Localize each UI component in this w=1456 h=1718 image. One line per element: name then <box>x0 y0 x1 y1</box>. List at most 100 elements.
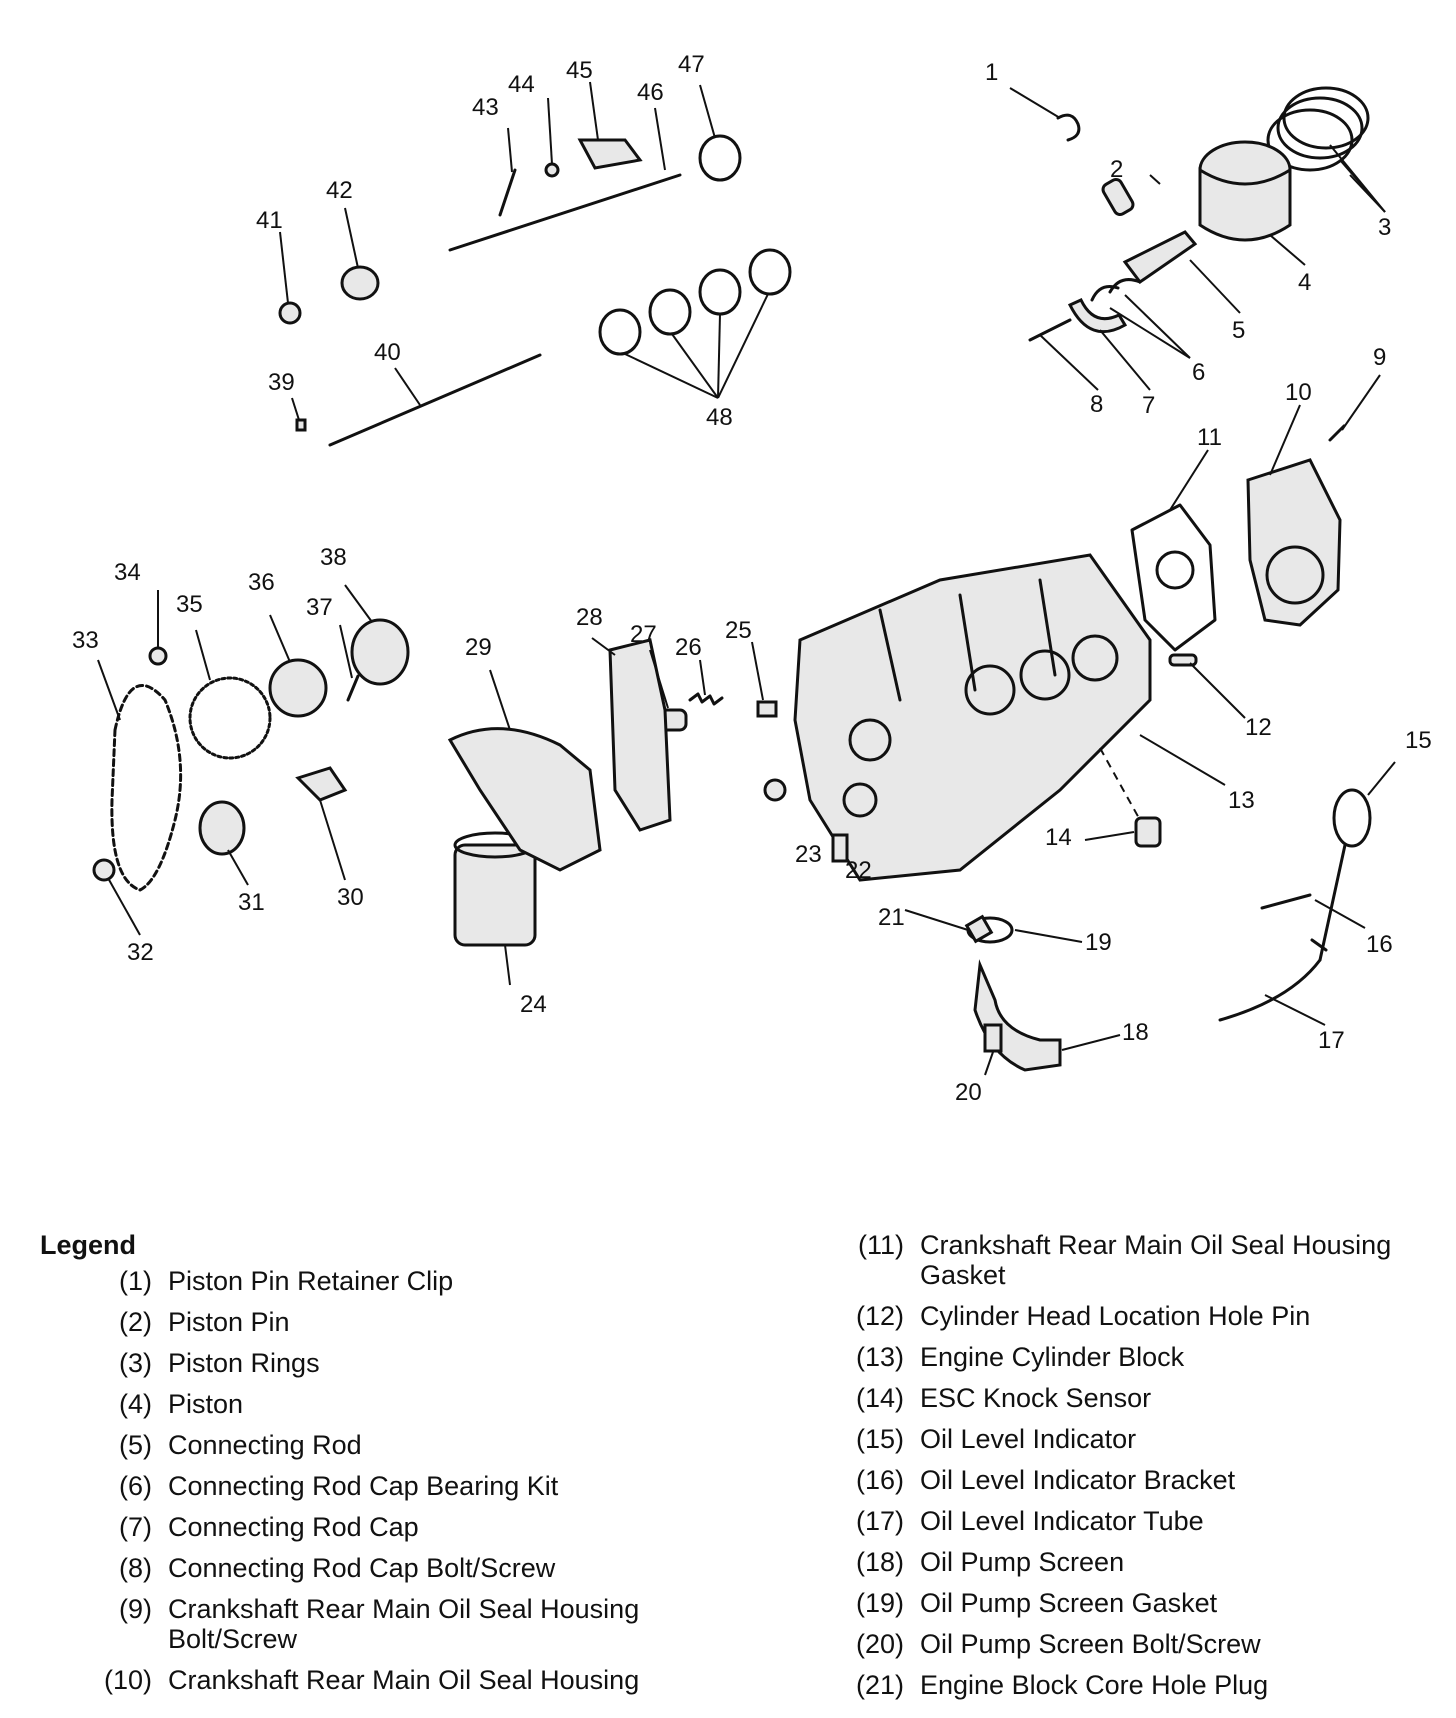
legend-item-label: Oil Level Indicator Bracket <box>920 1465 1236 1495</box>
piston-rings-shape <box>1266 86 1370 172</box>
callout-1: 1 <box>985 59 998 86</box>
callout-15: 15 <box>1405 727 1432 754</box>
callout-43: 43 <box>472 94 499 121</box>
callout-4: 4 <box>1298 269 1311 296</box>
legend-item: (1)Piston Pin Retainer Clip <box>88 1266 708 1296</box>
pump-cover-shape <box>608 638 672 832</box>
legend-item-number: (20) <box>855 1629 904 1659</box>
head-location-pin-shape <box>1168 653 1198 667</box>
callout-36: 36 <box>248 569 275 596</box>
seal-housing-gasket-shape <box>1130 503 1217 652</box>
callout-6: 6 <box>1192 359 1205 386</box>
callout-22: 22 <box>845 857 872 884</box>
callout-31: 31 <box>238 889 265 916</box>
legend-item-number: (5) <box>119 1430 152 1460</box>
callout-33: 33 <box>72 627 99 654</box>
legend-item-number: (19) <box>855 1588 904 1618</box>
piston-pin-shape <box>1101 177 1135 217</box>
legend-item-label: ESC Knock Sensor <box>920 1383 1152 1413</box>
legend-item-number: (6) <box>119 1471 152 1501</box>
dowel-pin-25-shape <box>756 700 778 718</box>
callout-29: 29 <box>465 634 492 661</box>
legend-item-label: Piston <box>168 1389 244 1419</box>
bolt-37-shape <box>346 674 360 702</box>
callout-34: 34 <box>114 559 141 586</box>
legend-item-label: Cylinder Head Location Hole Pin <box>920 1301 1311 1331</box>
tensioner-shape <box>295 766 348 802</box>
legend-item: (16) Oil Level Indicator Bracket <box>840 1465 1440 1495</box>
legend-item-number: (3) <box>119 1348 152 1378</box>
legend-item-number: (2) <box>119 1307 152 1337</box>
legend-item-number: (1) <box>119 1266 152 1296</box>
legend-item-number: (21) <box>855 1670 904 1700</box>
dowel-pin-22-shape <box>831 833 849 863</box>
connecting-rod-shape <box>1122 230 1198 285</box>
rear-main-seal-housing-shape <box>1246 458 1342 627</box>
legend-item-number: (18) <box>855 1547 904 1577</box>
legend-item-number: (16) <box>855 1465 904 1495</box>
bolt-44-shape <box>544 162 560 178</box>
callout-26: 26 <box>675 634 702 661</box>
callout-14: 14 <box>1045 824 1072 851</box>
legend-item-label: Connecting Rod Cap <box>168 1512 419 1542</box>
sprocket-42-shape <box>340 265 380 301</box>
oil-pump-screen-bolt-shape <box>983 1023 1003 1053</box>
crank-sprocket-shape <box>198 800 246 856</box>
legend-item: (9) Crankshaft Rear Main Oil Seal Housing… <box>88 1594 708 1654</box>
exploded-engine-diagram: 1 2 3 4 5 6 7 8 9 10 11 12 13 14 15 16 1… <box>72 51 1432 1106</box>
legend-item: (7) Connecting Rod Cap <box>88 1512 708 1542</box>
legend-item: (6) Connecting Rod Cap Bearing Kit <box>88 1471 708 1501</box>
legend-item: (21)Engine Block Core Hole Plug <box>840 1670 1440 1700</box>
legend-item-number: (11) <box>857 1230 904 1260</box>
bolt-34-shape <box>148 646 168 666</box>
bolt-41-shape <box>278 301 302 325</box>
callout-17: 17 <box>1318 1027 1345 1054</box>
legend-item-label: Crankshaft Rear Main Oil Seal Housing <box>168 1665 640 1695</box>
legend-item: (17)Oil Level Indicator Tube <box>840 1506 1440 1536</box>
legend-item-label: Crankshaft Rear Main Oil Seal Housing Bo… <box>168 1594 640 1654</box>
legend-item-number: (14) <box>855 1383 904 1413</box>
legend-item: (13) Engine Cylinder Block <box>840 1342 1440 1372</box>
callout-19: 19 <box>1085 929 1112 956</box>
legend-item-number: (9) <box>119 1594 152 1624</box>
legend-title: Legend <box>40 1230 137 1260</box>
gear-shape <box>268 658 328 718</box>
part-shapes <box>92 86 1372 1072</box>
legend-item-number: (13) <box>855 1342 904 1372</box>
legend-item-number: (12) <box>855 1301 904 1331</box>
legend-item: (12) Cylinder Head Location Hole Pin <box>840 1301 1440 1331</box>
legend-item: (5)Connecting Rod <box>88 1430 708 1460</box>
callout-10: 10 <box>1285 379 1312 406</box>
connecting-rod-cap-shape <box>1067 298 1128 334</box>
callout-44: 44 <box>508 71 535 98</box>
callout-28: 28 <box>576 604 603 631</box>
callout-8: 8 <box>1090 391 1103 418</box>
legend-item-number: (15) <box>855 1424 904 1454</box>
pin-43-shape <box>498 168 517 217</box>
oil-pump-screen-shape <box>973 959 1062 1072</box>
callout-11: 11 <box>1197 424 1222 451</box>
callout-45: 45 <box>566 57 593 84</box>
legend-item-label: Connecting Rod Cap Bolt/Screw <box>168 1553 556 1583</box>
callout-labels: 1 2 3 4 5 6 7 8 9 10 11 12 13 14 15 16 1… <box>72 51 1432 1106</box>
legend-item: (2)Piston Pin <box>88 1307 708 1337</box>
callout-2: 2 <box>1110 156 1123 183</box>
legend-item-label: Engine Cylinder Block <box>920 1342 1185 1372</box>
oil-level-tube-shape <box>1218 958 1322 1022</box>
callout-7: 7 <box>1142 392 1155 419</box>
callout-27: 27 <box>630 621 657 648</box>
plug-23-shape <box>763 778 787 802</box>
callout-24: 24 <box>520 991 547 1018</box>
piston-shape <box>1198 140 1292 242</box>
legend-item-number: (7) <box>119 1512 152 1542</box>
legend-item-label: Crankshaft Rear Main Oil Seal Housing Ga… <box>920 1230 1392 1290</box>
legend-item-label: Oil Level Indicator <box>920 1424 1137 1454</box>
callout-32: 32 <box>127 939 154 966</box>
bolt-32-shape <box>92 858 116 882</box>
bushing-47-shape <box>698 134 742 182</box>
legend-item: (18)Oil Pump Screen <box>840 1547 1440 1577</box>
legend-item-label: Connecting Rod Cap Bearing Kit <box>168 1471 559 1501</box>
legend-item-number: (10) <box>103 1665 152 1695</box>
callout-46: 46 <box>637 79 664 106</box>
callout-5: 5 <box>1232 317 1245 344</box>
